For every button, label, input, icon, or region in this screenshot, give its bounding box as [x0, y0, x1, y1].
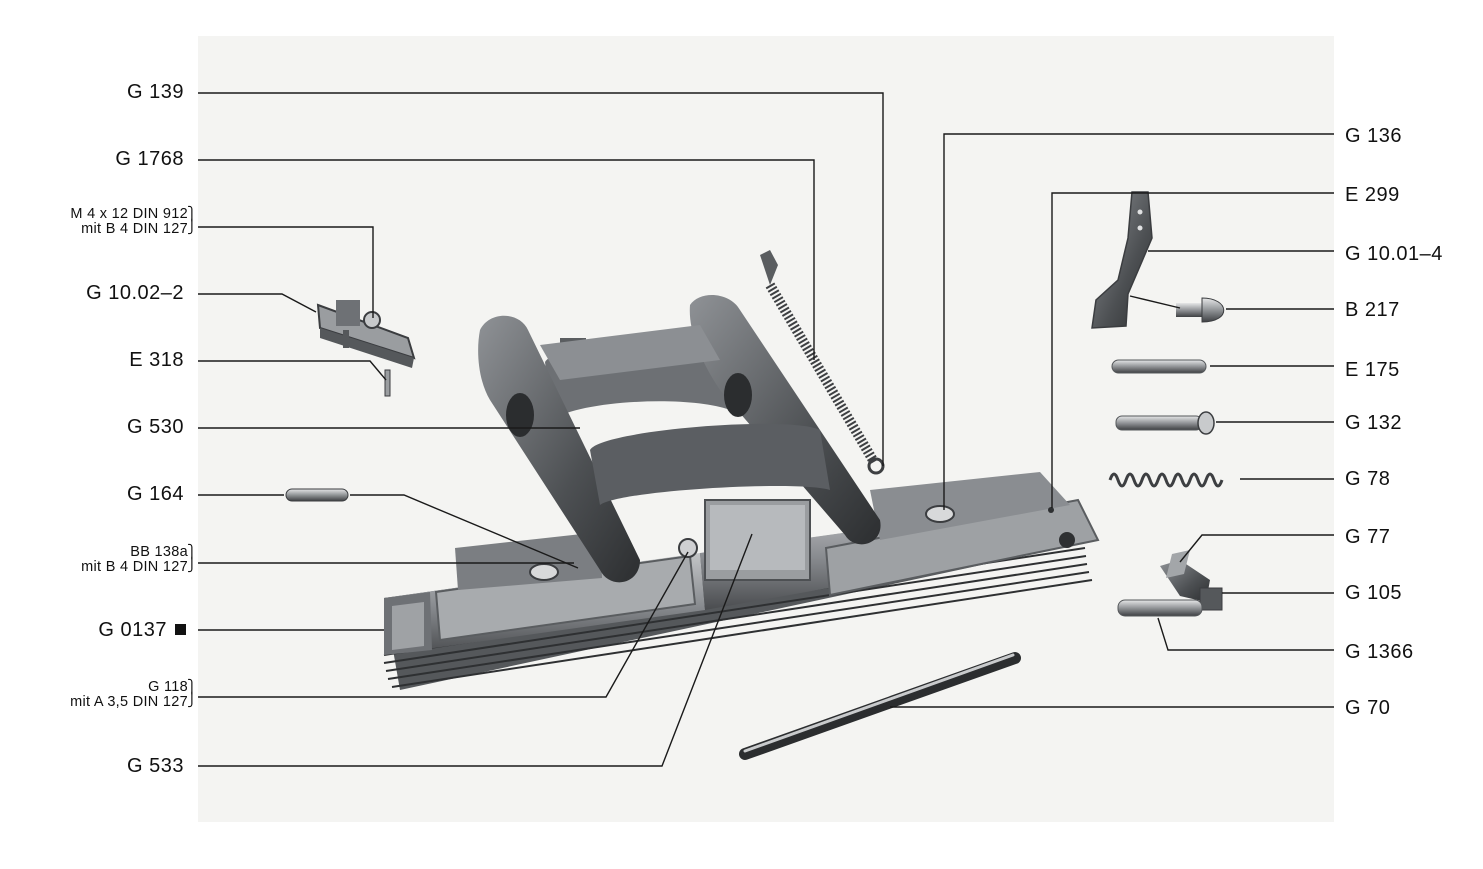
leader-lines — [198, 92, 1334, 767]
brace-g118: ⎫⎭ — [187, 680, 197, 708]
brace-bb138: ⎫⎭ — [187, 545, 197, 573]
base-rail — [383, 472, 1100, 690]
label-bb138-line2: mit B 4 DIN 127 — [81, 559, 188, 575]
label-g0137-text: G 0137 — [98, 619, 167, 641]
square-marker-icon — [175, 624, 186, 635]
pin-g1366 — [1117, 599, 1203, 617]
label-g78: G 78 — [1345, 468, 1391, 490]
label-g164: G 164 — [127, 483, 184, 505]
label-g533: G 533 — [127, 755, 184, 777]
label-g136: G 136 — [1345, 125, 1402, 147]
screw-b217 — [1176, 297, 1225, 323]
rod-g70 — [739, 652, 1021, 760]
label-g139: G 139 — [127, 81, 184, 103]
label-g118-line2: mit A 3,5 DIN 127 — [70, 694, 188, 710]
pin-e318 — [384, 369, 391, 397]
label-b217: B 217 — [1345, 299, 1400, 321]
label-g105: G 105 — [1345, 582, 1402, 604]
label-bb138-line1: BB 138a — [130, 544, 188, 560]
label-g132: G 132 — [1345, 412, 1402, 434]
label-m4-line2: mit B 4 DIN 127 — [81, 221, 188, 237]
label-m4-line1: M 4 x 12 DIN 912 — [70, 206, 188, 222]
label-g70: G 70 — [1345, 697, 1391, 719]
brace-m4: ⎫⎭ — [187, 207, 197, 235]
label-g1001: G 10.01–4 — [1345, 243, 1443, 265]
label-g1002: G 10.02–2 — [86, 282, 184, 304]
label-e318: E 318 — [129, 349, 184, 371]
pin-g164 — [285, 488, 349, 502]
label-g1768: G 1768 — [115, 148, 184, 170]
spring-g78 — [1108, 472, 1224, 488]
bracket-g10022 — [316, 300, 416, 368]
frame-yoke — [478, 294, 881, 583]
bolt-g132 — [1115, 411, 1215, 435]
pin-g118 — [678, 538, 698, 558]
label-g530: G 530 — [127, 416, 184, 438]
label-g1366: G 1366 — [1345, 641, 1414, 663]
label-g118-line1: G 118 — [148, 679, 188, 695]
lever-g1001 — [1091, 191, 1153, 329]
label-e299: E 299 — [1345, 184, 1400, 206]
label-g77: G 77 — [1345, 526, 1391, 548]
label-e175: E 175 — [1345, 359, 1400, 381]
label-g0137: G 0137 — [40, 620, 186, 640]
pin-e175 — [1111, 359, 1207, 374]
